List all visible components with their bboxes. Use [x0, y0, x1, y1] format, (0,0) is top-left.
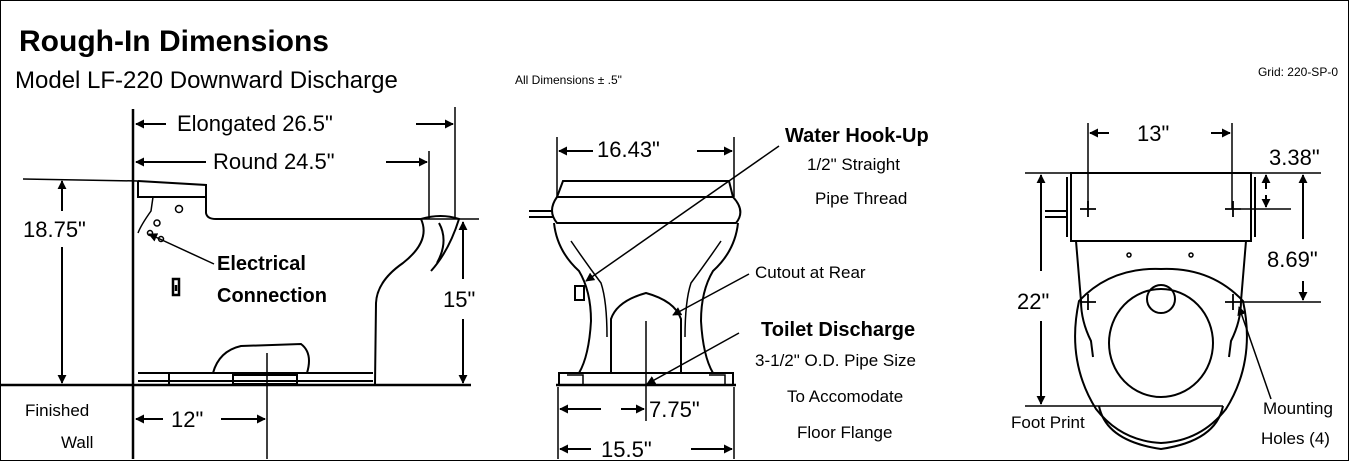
keyhole-icon: [171, 277, 181, 297]
top-water-fitting: [1045, 210, 1067, 218]
grid-reference: Grid: 220-SP-0: [1257, 65, 1338, 79]
half-base-dimension: 7.75": [649, 397, 700, 422]
bowl-inner: [436, 222, 445, 264]
mounting-holes-label-1: Mounting: [1263, 399, 1333, 418]
water-hookup-note-1: 1/2" Straight: [807, 155, 900, 174]
height-dimension: 18.75": [23, 217, 86, 242]
cutout-label: Cutout at Rear: [755, 263, 866, 282]
footprint-label: Foot Print: [1011, 413, 1085, 432]
side-view: [1, 107, 479, 459]
water-leader: [585, 145, 780, 282]
discharge-note-1: 3-1/2" O.D. Pipe Size: [755, 351, 916, 370]
top-width-dimension: 13": [1137, 121, 1170, 146]
top-body: [1075, 240, 1247, 358]
front-top-width-dimension: 16.43": [597, 137, 660, 162]
height-extension: [22, 178, 139, 182]
front-lid: [555, 180, 735, 198]
cutout-leader: [672, 273, 750, 316]
mount-spacing-dimension: 8.69": [1267, 247, 1318, 272]
mount-hole-leader: [1237, 306, 1272, 400]
electrical-terminal: [153, 219, 161, 227]
offset-dimension: 3.38": [1269, 145, 1320, 170]
top-bowl-outer: [1074, 267, 1248, 445]
front-bowl-inner: [570, 240, 608, 338]
toilet-side-outline: [137, 180, 425, 386]
discharge-cutout: [610, 291, 682, 374]
discharge-leader: [646, 332, 740, 385]
front-base: [558, 372, 734, 386]
tolerance-note: All Dimensions ± .5": [515, 73, 622, 87]
electrical-leader: [148, 233, 215, 265]
mount-hole-cross: [1080, 294, 1096, 310]
seat-height-dimension: 15": [443, 287, 476, 312]
discharge-note-2: To Accomodate: [787, 387, 904, 406]
finished-wall-label-2: Wall: [61, 433, 94, 452]
top-bowl-drain: [1146, 284, 1176, 314]
mount-hole-cross: [1225, 201, 1241, 217]
water-inlet: [574, 285, 585, 301]
tank-hole: [1126, 252, 1132, 258]
front-bowl-inner: [684, 240, 722, 338]
electrical-terminal: [174, 204, 184, 214]
wall-offset-dimension: 12": [171, 407, 204, 432]
tank-outline: [137, 181, 206, 198]
mount-hole-cross: [1225, 294, 1241, 310]
top-tank: [1070, 172, 1252, 242]
side-discharge: [212, 342, 310, 374]
model-subtitle: Model LF-220 Downward Discharge: [15, 67, 398, 94]
electrical-label-1: Electrical: [217, 253, 306, 275]
front-foot-right: [709, 374, 726, 385]
round-dimension: Round 24.5": [213, 149, 335, 174]
tank-hole: [1188, 252, 1194, 258]
water-hookup-label: Water Hook-Up: [785, 125, 929, 147]
water-fitting: [529, 210, 553, 218]
front-foot-left: [567, 374, 584, 385]
electrical-label-2: Connection: [217, 285, 327, 307]
front-view: [529, 137, 780, 459]
discharge-note-3: Floor Flange: [797, 423, 893, 442]
water-hookup-note-2: Pipe Thread: [815, 189, 908, 208]
page-title: Rough-In Dimensions: [19, 25, 329, 58]
depth-dimension: 22": [1017, 289, 1050, 314]
side-flange: [232, 374, 298, 385]
base-width-dimension: 15.5": [601, 437, 652, 461]
footprint-outline: [1098, 405, 1224, 451]
mounting-holes-label-2: Holes (4): [1261, 429, 1330, 448]
elongated-dimension: Elongated 26.5": [177, 111, 333, 136]
electrical-box: [137, 196, 154, 234]
finished-wall-label-1: Finished: [25, 401, 90, 420]
toilet-discharge-label: Toilet Discharge: [761, 319, 916, 341]
top-view: [1025, 123, 1321, 451]
top-bowl-inner: [1108, 288, 1214, 398]
front-seat: [551, 196, 742, 224]
